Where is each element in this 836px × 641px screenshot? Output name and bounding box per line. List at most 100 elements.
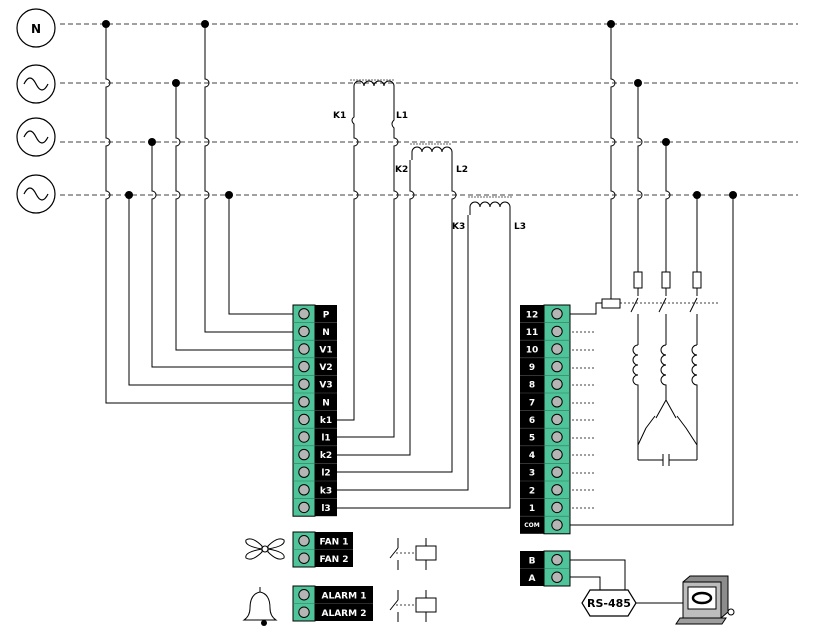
measure-terminal-screw-v3-4[interactable] <box>298 378 310 390</box>
step-terminal-label-7-5: 7 <box>529 398 535 408</box>
capacitor-delta-3 <box>638 454 697 466</box>
measure-terminal-screw-p-0[interactable] <box>298 308 310 320</box>
wire-k2 <box>293 160 415 456</box>
measure-terminal-label-k1-6: k1 <box>320 416 332 426</box>
wire-v2 <box>151 142 293 368</box>
rs485-label: RS-485 <box>587 597 631 610</box>
junction-dots <box>102 20 737 199</box>
measure-terminal-screw-k3-10[interactable] <box>298 484 310 496</box>
wire-l2 <box>293 160 457 473</box>
comm-terminal-screw-b-0[interactable] <box>551 554 563 566</box>
step-terminal-label-12-0: 12 <box>526 310 539 320</box>
capacitor-delta-1 <box>637 399 667 446</box>
wire-step-12 <box>570 302 602 315</box>
source-phase-2 <box>16 117 56 157</box>
capacitor-bank <box>570 24 734 526</box>
wire-v3 <box>128 195 293 386</box>
fan-terminal-screw-fan-2-1[interactable] <box>298 552 310 564</box>
alarm-relay-symbol <box>389 590 437 622</box>
measure-terminal-label-v1-2: V1 <box>319 346 332 356</box>
step-terminal-screw-12-0[interactable] <box>551 308 563 320</box>
step-terminal-label-6-6: 6 <box>529 416 535 426</box>
wire-k3 <box>293 215 469 491</box>
step-terminal-screw-10-2[interactable] <box>551 343 563 355</box>
step-terminal-label-1-11: 1 <box>529 504 535 514</box>
wire-k1 <box>293 94 359 421</box>
ct-3-primary-label: K3 <box>452 222 465 232</box>
comm-terminal-screw-a-1[interactable] <box>551 571 563 583</box>
fuse-1 <box>633 271 643 289</box>
wire-v1 <box>175 83 293 351</box>
step-terminal-screw-2-10[interactable] <box>551 484 563 496</box>
comm-terminal-label-b-0: B <box>529 556 536 566</box>
ct-3-secondary-label: L3 <box>514 222 526 232</box>
alarm-terminal-label-alarm-1-0: ALARM 1 <box>322 591 367 601</box>
measure-terminal-screw-l3-11[interactable] <box>298 501 310 514</box>
measure-terminal-screw-n-5[interactable] <box>298 396 310 408</box>
step-terminal-screw-9-3[interactable] <box>551 360 563 373</box>
measure-terminal-screw-n-1[interactable] <box>298 325 310 338</box>
measure-terminal-label-l3-11: l3 <box>321 504 330 514</box>
alarm-terminal-screw-alarm-2-1[interactable] <box>298 606 310 618</box>
rs485-link: RS-485 <box>570 559 683 617</box>
fan-icon <box>245 538 285 560</box>
reactor-1 <box>632 344 639 460</box>
step-terminal-screw-11-1[interactable] <box>551 325 563 338</box>
measure-terminal-screw-l2-9[interactable] <box>298 466 310 478</box>
measure-terminal-screw-v2-3[interactable] <box>298 360 310 373</box>
computer-icon <box>675 575 735 625</box>
step-terminal-screw-7-5[interactable] <box>551 396 563 408</box>
alarm-terminal-label-alarm-2-1: ALARM 2 <box>322 609 367 619</box>
contactor-coil <box>601 298 621 309</box>
step-terminal-label-3-9: 3 <box>529 469 535 479</box>
measure-terminal-screw-k2-8[interactable] <box>298 448 310 461</box>
step-terminal-label-2-10: 2 <box>529 486 535 496</box>
fan-terminal-label-fan-2-1: FAN 2 <box>319 555 348 565</box>
measure-wires <box>105 24 293 404</box>
bell-icon <box>242 587 278 626</box>
ct-1: K1 L1 <box>293 79 408 438</box>
bus-lines <box>60 23 798 196</box>
wire-rs485-a <box>570 576 601 590</box>
measure-terminal-label-k2-8: k2 <box>320 451 332 461</box>
step-terminal-screw-8-4[interactable] <box>551 378 563 390</box>
step-terminal-screw-1-11[interactable] <box>551 501 563 514</box>
sine-wave-icon <box>23 77 49 91</box>
step-terminal-screw-4-8[interactable] <box>551 448 563 461</box>
ct-2-primary-label: K2 <box>395 165 408 175</box>
wire-l3 <box>293 215 511 509</box>
step-terminal-screw-5-7[interactable] <box>551 431 563 443</box>
measure-terminal-screw-l1-7[interactable] <box>298 431 310 443</box>
alarm-terminal-block: ALARM 1 ALARM 2 <box>292 585 373 622</box>
reactor-3 <box>691 344 698 460</box>
step-terminal-label-8-4: 8 <box>529 381 535 391</box>
ct-1-secondary-label: L1 <box>396 111 408 121</box>
wire-com <box>570 195 734 526</box>
fan-terminal-screw-fan-1-0[interactable] <box>298 535 310 547</box>
measure-terminal-screw-k1-6[interactable] <box>298 413 310 426</box>
measure-terminal-label-l2-9: l2 <box>321 469 330 479</box>
measure-terminal-label-k3-10: k3 <box>320 486 332 496</box>
wire-n <box>204 24 293 333</box>
measure-terminal-label-v2-3: V2 <box>319 363 332 373</box>
alarm-terminal-screw-alarm-1-0[interactable] <box>298 589 310 601</box>
step-terminal-screw-6-6[interactable] <box>551 413 563 426</box>
measure-terminal-label-v3-4: V3 <box>319 381 332 391</box>
comm-terminal-block: BA <box>520 550 571 587</box>
wire-l1 <box>293 94 399 438</box>
step-terminal-screw-com-12[interactable] <box>551 519 563 531</box>
source-neutral: N <box>16 8 56 48</box>
measure-terminal-label-p-0: P <box>323 310 330 320</box>
ct-3: K3 L3 <box>293 196 526 509</box>
measure-terminal-label-l1-7: l1 <box>321 434 330 444</box>
step-terminal-label-com-12: COM <box>524 522 540 529</box>
capacitor-delta-2 <box>665 399 698 446</box>
step-terminal-screw-3-9[interactable] <box>551 466 563 478</box>
measure-terminal-screw-v1-2[interactable] <box>298 343 310 355</box>
wire-neutral <box>105 24 293 404</box>
